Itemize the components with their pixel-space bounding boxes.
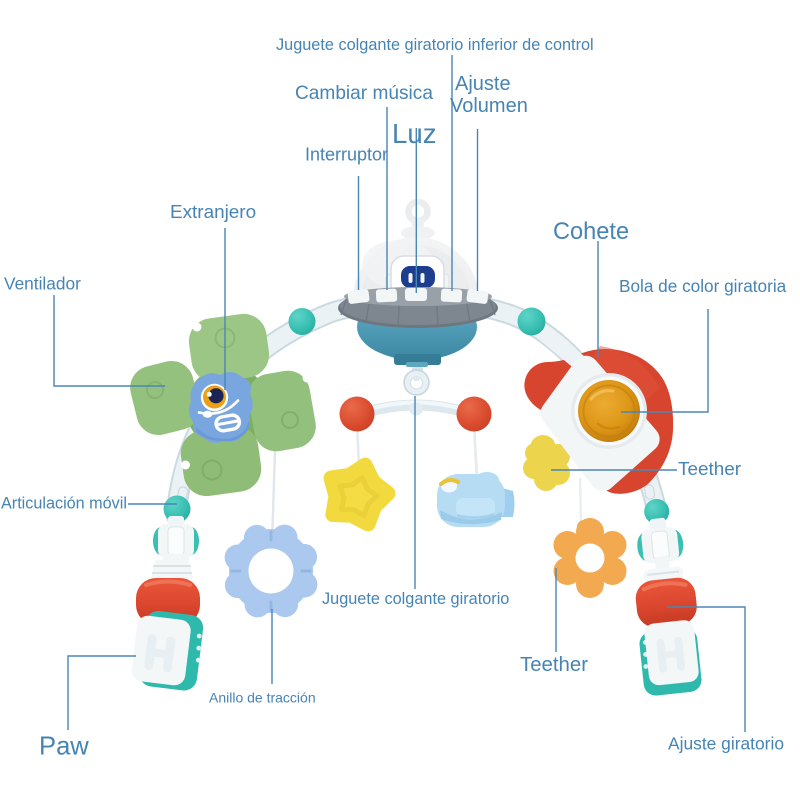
svg-text:Volumen: Volumen — [450, 95, 528, 117]
svg-text:Ajuste: Ajuste — [455, 73, 511, 95]
svg-text:Cambiar música: Cambiar música — [295, 83, 433, 104]
svg-text:Extranjero: Extranjero — [170, 202, 256, 223]
svg-text:Ventilador: Ventilador — [4, 274, 81, 294]
svg-text:Juguete colgante giratorio inf: Juguete colgante giratorio inferior de c… — [276, 36, 594, 54]
svg-text:Ajuste giratorio: Ajuste giratorio — [668, 733, 784, 753]
svg-text:Anillo de tracción: Anillo de tracción — [209, 690, 316, 706]
svg-text:Juguete colgante giratorio: Juguete colgante giratorio — [322, 590, 509, 608]
svg-text:Paw: Paw — [39, 732, 89, 760]
svg-text:Articulación móvil: Articulación móvil — [1, 495, 127, 513]
svg-text:Teether: Teether — [678, 459, 741, 480]
svg-text:Teether: Teether — [520, 654, 588, 676]
svg-text:Bola de color giratoria: Bola de color giratoria — [619, 276, 787, 296]
svg-text:Luz: Luz — [392, 118, 437, 149]
svg-text:Cohete: Cohete — [553, 219, 629, 245]
svg-text:Interruptor: Interruptor — [305, 145, 388, 165]
